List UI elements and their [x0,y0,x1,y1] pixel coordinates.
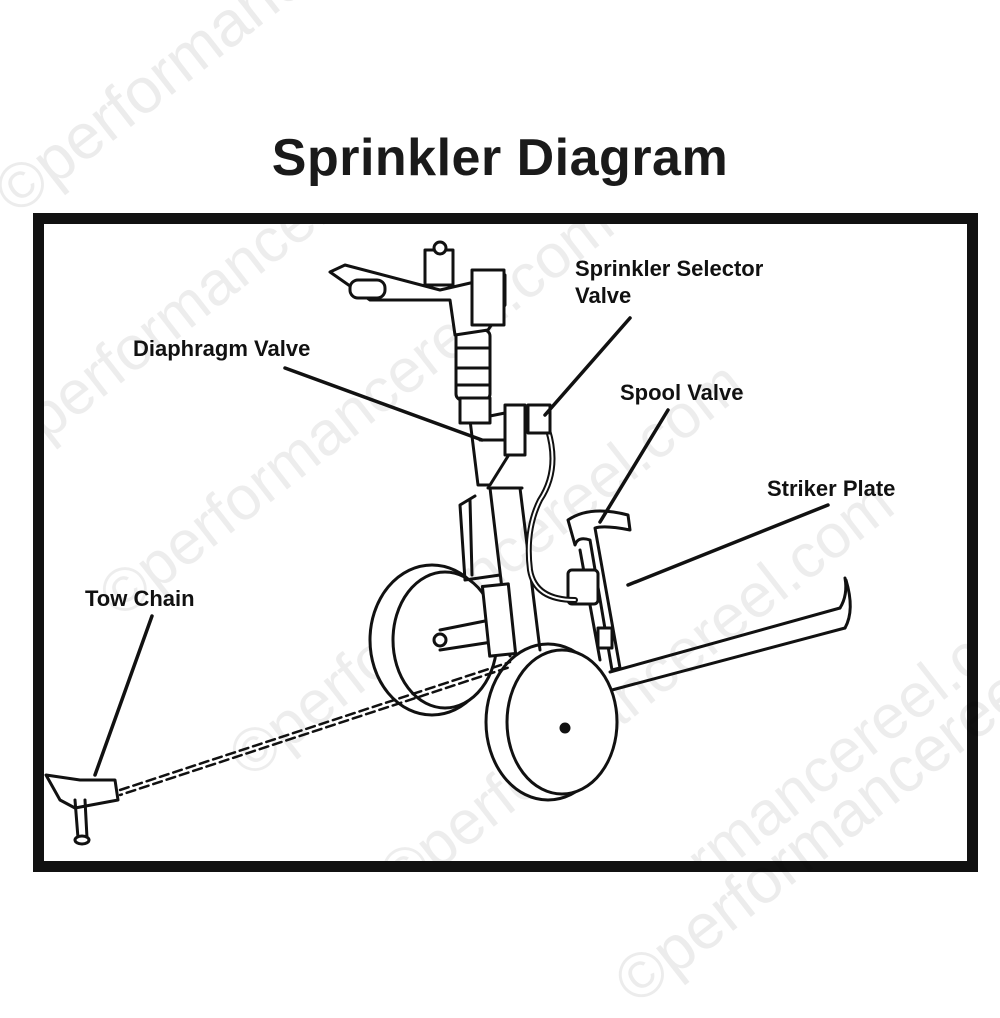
label-diaphragm-valve: Diaphragm Valve [133,336,311,361]
leader-lines [93,316,830,777]
hitch [44,773,120,846]
tow-chain [118,660,512,797]
diagram-frame: ©performancereel.com ©performancereel.co… [33,213,978,872]
label-striker-plate: Striker Plate [767,476,896,501]
front-wheel [484,642,619,802]
label-sprinkler-selector-valve-line1: Sprinkler Selector [575,256,764,281]
diagram-title: Sprinkler Diagram [271,129,729,187]
mast [458,486,542,658]
label-spool-valve: Spool Valve [620,380,744,405]
leader-line-selector-valve [543,316,632,417]
label-sprinkler-selector-valve: Sprinkler Selector Valve [575,255,763,309]
watermark-text: ©performancereel.com [0,0,539,228]
leader-line-spool-valve [598,408,670,524]
leader-line-striker-plate [626,503,830,587]
label-tow-chain: Tow Chain [85,586,195,611]
sprinkler-head [328,240,507,337]
leader-line-tow-chain [93,614,154,777]
leader-line-diaphragm-valve [283,366,484,442]
label-sprinkler-selector-valve-line2: Valve [575,283,632,308]
sprinkler-cart-drawing: ©performancereel.com ©performancereel.co… [44,224,967,861]
riser-assembly [454,328,552,487]
striker-plate-assembly [566,509,632,672]
hose [527,429,576,601]
trailer-frame [608,576,852,692]
